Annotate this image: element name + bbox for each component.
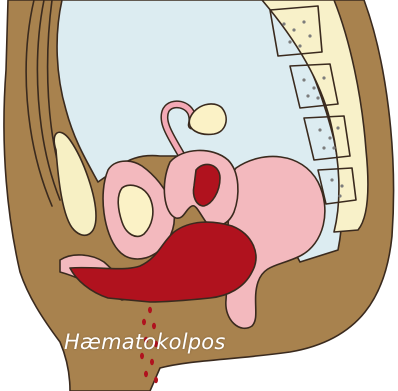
figure-label: Hæmatokolpos xyxy=(64,330,225,354)
